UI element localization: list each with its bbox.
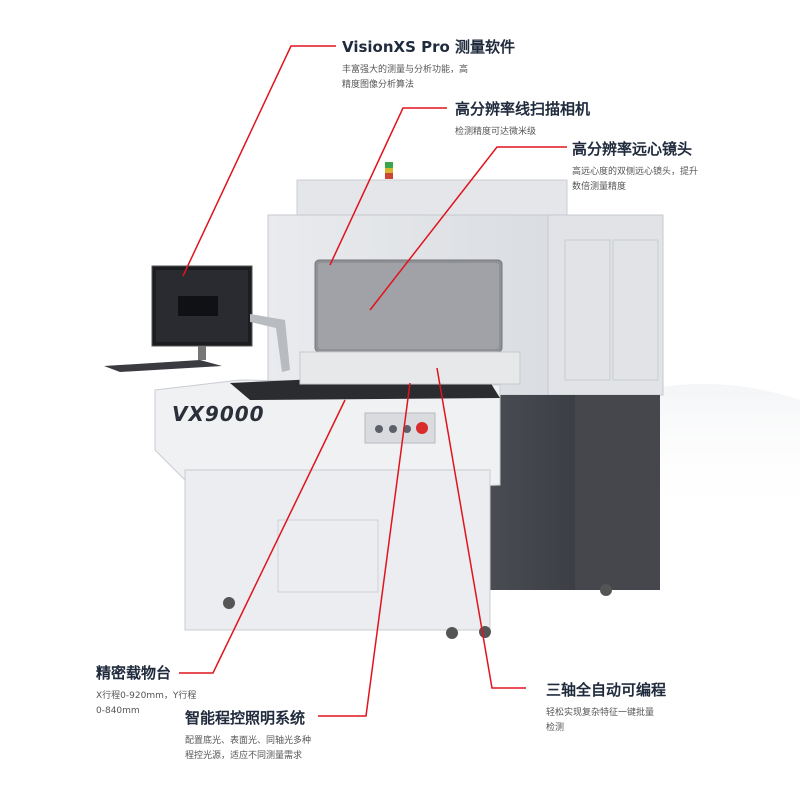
callout-title: 高分辨率线扫描相机 — [455, 100, 591, 118]
callout-title: 高分辨率远心镜头 — [572, 140, 693, 158]
callout-desc: X行程0-920mm，Y行程 — [96, 691, 197, 701]
callout-desc: 检测 — [546, 723, 565, 733]
callout-axis: 三轴全自动可编程 轻松实现复杂特征一键批量检测 — [546, 679, 666, 736]
callout-camera: 高分辨率线扫描相机 检测精度可达微米级 — [455, 98, 590, 140]
callout-desc: 数倍测量精度 — [572, 182, 627, 192]
callout-desc: 配置底光、表面光、同轴光多种 — [185, 736, 312, 746]
callout-stage: 精密载物台 X行程0-920mm，Y行程 0-840mm — [96, 662, 196, 719]
callout-desc: 检测精度可达微米级 — [455, 127, 537, 137]
callout-title: 精密载物台 — [96, 664, 172, 682]
model-label: VX9000 — [172, 402, 265, 426]
callout-software: VisionXS Pro 测量软件 丰富强大的测量与分析功能，高精度图像分析算法 — [342, 36, 515, 93]
callout-desc: 高远心度的双侧远心镜头，提升 — [572, 167, 699, 177]
callout-desc: 轻松实现复杂特征一键批量 — [546, 708, 655, 718]
callout-lens: 高分辨率远心镜头 高远心度的双侧远心镜头，提升数倍测量精度 — [572, 138, 698, 195]
callout-desc: 程控光源，适应不同测量需求 — [185, 751, 303, 761]
callout-title: 三轴全自动可编程 — [546, 681, 667, 699]
callout-desc: 0-840mm — [96, 706, 140, 716]
callout-title: VisionXS Pro 测量软件 — [342, 38, 516, 56]
callout-lighting: 智能程控照明系统 配置底光、表面光、同轴光多种程控光源，适应不同测量需求 — [185, 707, 311, 764]
callout-desc: 精度图像分析算法 — [342, 80, 415, 90]
callout-desc: 丰富强大的测量与分析功能，高 — [342, 65, 469, 75]
callout-title: 智能程控照明系统 — [185, 709, 306, 727]
